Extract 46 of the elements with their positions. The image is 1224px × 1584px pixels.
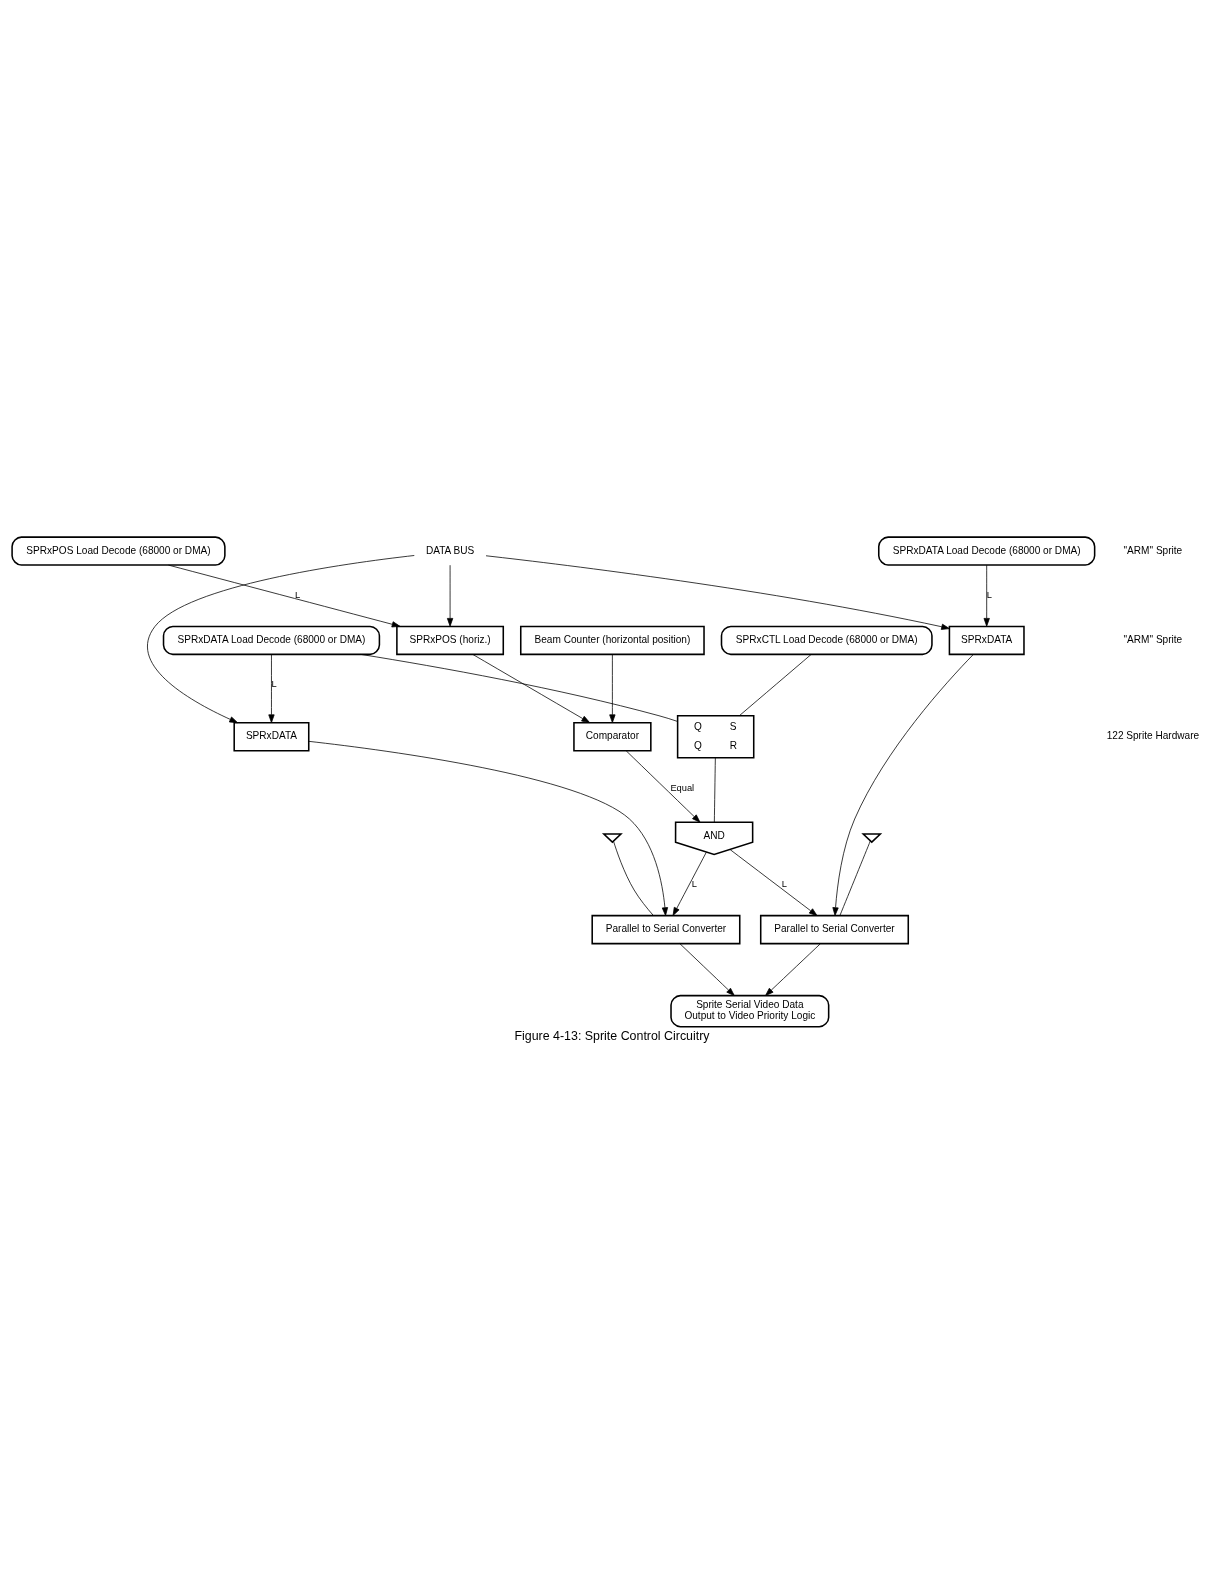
edge-label: Equal: [670, 782, 695, 793]
node-box: Parallel to Serial Converter: [759, 914, 910, 945]
arrow: [472, 654, 590, 723]
arrow: [672, 851, 707, 916]
connector: [360, 654, 678, 722]
edge-label: L: [294, 590, 301, 601]
arrow: [729, 849, 818, 916]
node-box: SPRxPOS Load Decode (68000 or DMA): [11, 536, 226, 566]
node-box: SPRxDATA Load Decode (68000 or DMA): [162, 625, 381, 656]
node-text: DATA BUS: [425, 544, 475, 556]
node-box: SPRxDATA: [233, 721, 310, 752]
arrow: [625, 750, 701, 823]
label: "ARM" Sprite: [1123, 634, 1183, 646]
arrow: [147, 555, 415, 723]
arrow: [308, 740, 669, 916]
node-box: Sprite Serial Video Data Output to Video Priority Logic: [670, 994, 830, 1028]
connector: [739, 654, 812, 717]
node-box: SPRxDATA: [948, 625, 1025, 656]
edge-label: L: [986, 590, 992, 601]
node-box: Q S Q R: [676, 714, 755, 759]
node-box: SPRxPOS (horiz.): [396, 625, 505, 656]
label: "ARM" Sprite: [1123, 544, 1183, 556]
arrow: [268, 654, 275, 723]
node-box: Comparator: [573, 721, 652, 752]
edge-label: L: [781, 879, 787, 890]
arrow: [765, 943, 821, 996]
connector: [613, 840, 654, 916]
edge-label: L: [271, 679, 277, 690]
connector: [839, 840, 871, 916]
edge-label: L: [691, 879, 697, 890]
arrow: [485, 555, 950, 630]
node-ground: [861, 833, 883, 844]
node-box: SPRxDATA Load Decode (68000 or DMA): [878, 536, 1096, 566]
arrow: [832, 654, 974, 916]
node-box: Beam Counter (horizontal position): [519, 625, 705, 656]
caption: Figure 4-13: Sprite Control Circuitry: [514, 1028, 710, 1043]
arrow: [446, 564, 454, 627]
connector: [713, 757, 716, 823]
arrow: [609, 654, 616, 723]
arrow: [983, 564, 990, 627]
label: 122 Sprite Hardware: [1106, 730, 1200, 742]
arrow: [168, 564, 401, 628]
node-box: SPRxCTL Load Decode (68000 or DMA): [720, 625, 933, 656]
node-box: Parallel to Serial Converter: [591, 914, 741, 945]
arrow: [679, 943, 735, 996]
node-ground: [601, 833, 623, 844]
